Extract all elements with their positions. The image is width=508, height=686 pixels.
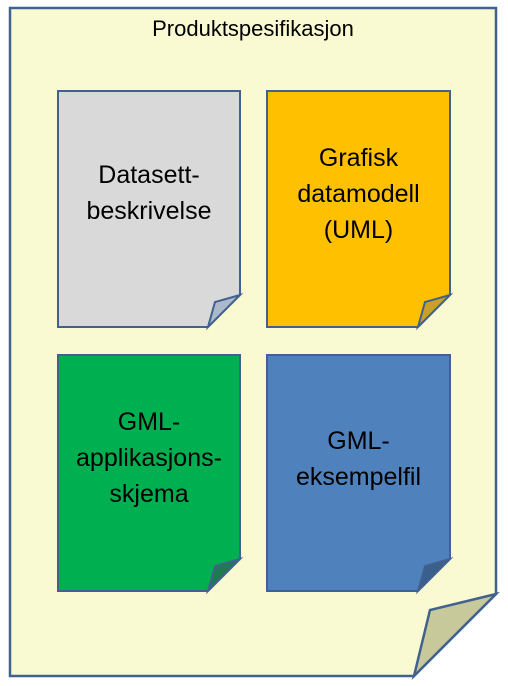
doc-uml-fold — [416, 293, 454, 331]
doc-gml-schema-label: GML- applikasjons- skjema — [76, 408, 222, 508]
doc-datasett-fold — [206, 293, 244, 331]
outer-document-title: Produktspesifikasjon — [152, 16, 354, 41]
doc-uml-label: Grafisk datamodell (UML) — [297, 144, 420, 244]
doc-gml-example-label: GML- eksempelfil — [295, 427, 422, 491]
doc-gml-schema-fold — [206, 557, 244, 595]
doc-datasett-label: Datasett- beskrivelse — [86, 161, 212, 225]
outer-document-fold — [411, 591, 501, 681]
doc-gml-example-fold — [416, 557, 454, 595]
